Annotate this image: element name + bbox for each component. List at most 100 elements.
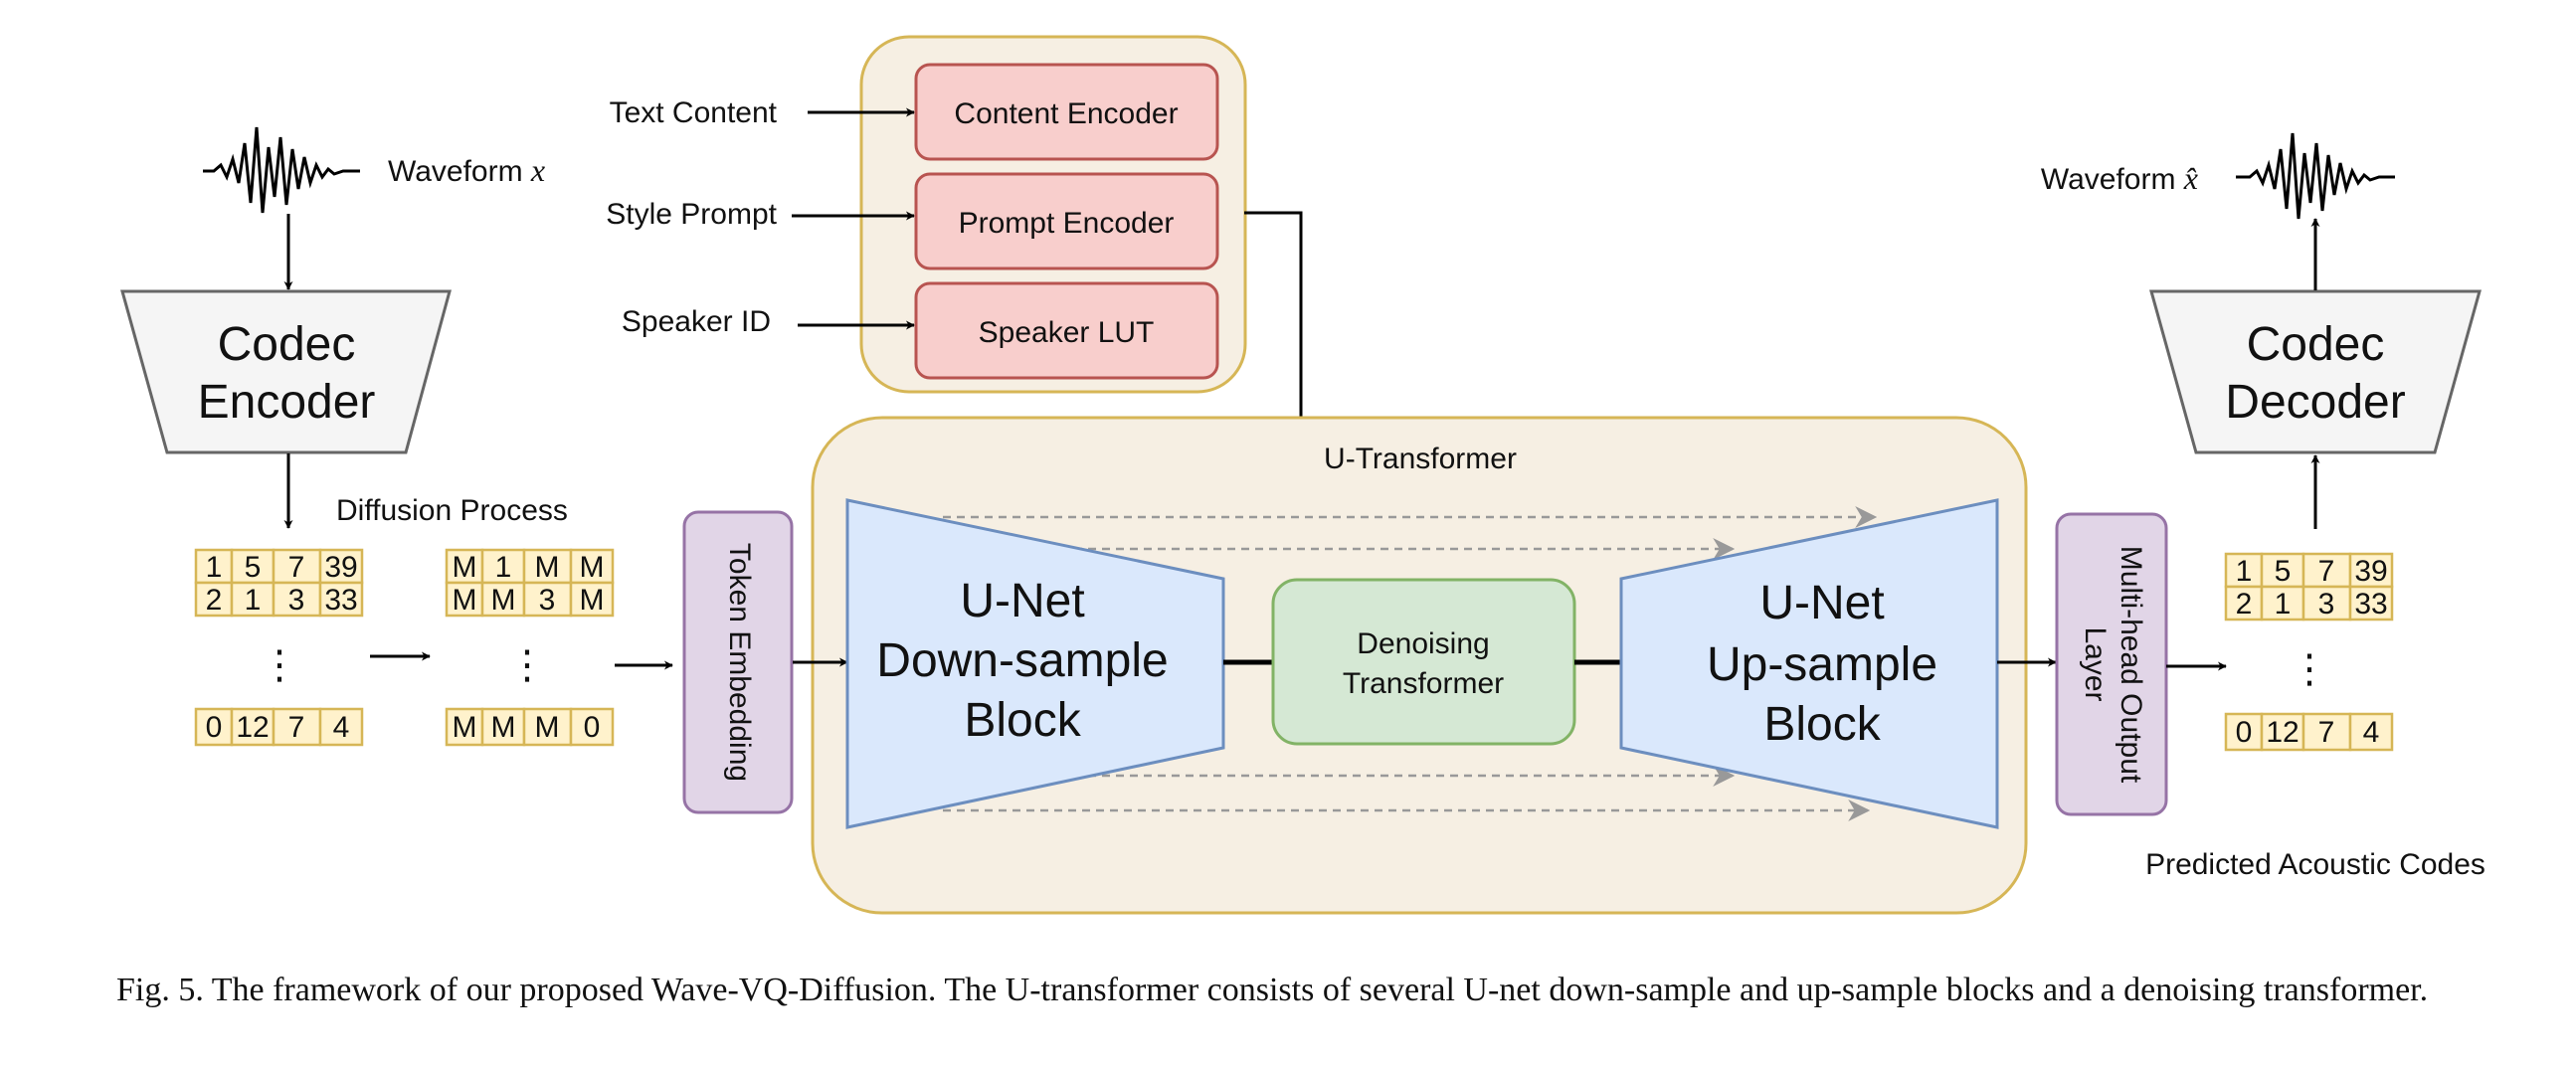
codec-encoder-label-line1: Codec: [218, 318, 356, 371]
grid-cell-text: M: [453, 584, 477, 617]
denoising-label-line2: Transformer: [1343, 667, 1504, 700]
grid-cell-text: 7: [288, 711, 305, 744]
grid-cell-text: M: [535, 711, 560, 744]
text-content-label: Text Content: [610, 96, 778, 129]
grid-cell-text: 5: [245, 551, 262, 584]
grid-cell-text: 4: [333, 711, 350, 744]
grid-cell-text: 1: [495, 551, 512, 584]
grid-cell: 0: [2224, 712, 2264, 752]
grid-cell: 3: [522, 581, 573, 618]
grid-cell-text: 39: [324, 551, 357, 584]
grid-cell-text: 12: [236, 711, 269, 744]
diffusion-process-label: Diffusion Process: [336, 494, 568, 527]
waveform-input-icon: [203, 126, 360, 214]
grid-cell: 5: [2260, 552, 2305, 589]
grid-ellipsis: ⋮: [2290, 647, 2329, 691]
u-transformer-label: U-Transformer: [1324, 443, 1517, 475]
speaker-lut-box: [914, 281, 1219, 380]
grid-cell-text: 2: [2236, 588, 2253, 621]
grid-cell: 0: [569, 707, 615, 747]
grid-cell-text: 1: [2275, 588, 2292, 621]
content-encoder-box: [914, 63, 1219, 161]
grid-cell-text: M: [580, 584, 605, 617]
grid-cell-text: 0: [584, 711, 601, 744]
speaker-lut-label: Speaker LUT: [979, 316, 1155, 349]
grid-cell: 0: [194, 707, 234, 747]
grid-cell-text: M: [453, 711, 477, 744]
grid-cell-text: M: [491, 584, 516, 617]
grid-cell: 7: [272, 548, 322, 585]
grid-cell-text: 5: [2275, 555, 2292, 588]
prompt-encoder-label: Prompt Encoder: [959, 207, 1175, 240]
speaker-id-label: Speaker ID: [622, 305, 771, 338]
unet-up-label-line1: U-Net: [1759, 577, 1884, 629]
grid-cell: 33: [318, 581, 364, 618]
token-embedding-label: Token Embedding: [723, 543, 756, 782]
grid-cell-text: 3: [539, 584, 556, 617]
grid-cell: 2: [2224, 585, 2264, 622]
output-layer-label-line2: Layer: [2079, 626, 2112, 701]
grid-cell-text: M: [453, 551, 477, 584]
grid-cell-text: 33: [324, 584, 357, 617]
grid-cell-text: 7: [288, 551, 305, 584]
grid-cell-text: 33: [2354, 588, 2387, 621]
denoising-label-line1: Denoising: [1357, 627, 1489, 660]
output-layer-label-line1: Multi-head Output: [2115, 546, 2147, 784]
grid-cell-text: 0: [2236, 716, 2253, 749]
predicted-codes-grid: 1 5 7 39 2 1 3 33 ⋮ 0 12 7 4: [2224, 552, 2394, 752]
unet-down-label-line1: U-Net: [960, 575, 1084, 627]
grid-cell: 7: [272, 707, 322, 747]
grid-cell: 39: [318, 548, 364, 585]
grid-cell: 7: [2301, 712, 2352, 752]
grid-cell-text: M: [580, 551, 605, 584]
denoising-transformer-box: [1271, 578, 1576, 746]
masked-codes-grid: M 1 M M M M 3 M ⋮ M M M 0: [445, 548, 615, 747]
unet-down-label-line3: Block: [964, 694, 1081, 747]
grid-cell: M: [522, 548, 573, 585]
grid-ellipsis: ⋮: [507, 643, 547, 687]
grid-cell: 3: [2301, 585, 2352, 622]
input-codes-grid: 1 5 7 39 2 1 3 33 ⋮ 0 12 7 4: [194, 548, 364, 747]
grid-cell-text: 7: [2318, 555, 2335, 588]
grid-cell: M: [480, 581, 526, 618]
grid-cell: M: [445, 548, 484, 585]
framework-diagram: Content Encoder Prompt Encoder Speaker L…: [120, 35, 2485, 915]
predicted-acoustic-codes-label: Predicted Acoustic Codes: [2145, 848, 2485, 881]
grid-cell-text: 0: [206, 711, 223, 744]
waveform-output-icon: [2236, 132, 2395, 220]
grid-ellipsis: ⋮: [260, 643, 299, 687]
unet-down-sample-block: [845, 498, 1225, 829]
token-embedding-box: [682, 510, 794, 814]
grid-cell-text: M: [491, 711, 516, 744]
grid-cell-text: 3: [2318, 588, 2335, 621]
figure-caption: Fig. 5. The framework of our proposed Wa…: [116, 972, 2429, 1008]
multi-head-output-layer-box: [2055, 512, 2168, 816]
grid-cell: 33: [2348, 585, 2394, 622]
grid-cell: 7: [2301, 552, 2352, 589]
grid-cell-text: 39: [2354, 555, 2387, 588]
grid-cell: 12: [230, 707, 276, 747]
grid-cell-text: 7: [2318, 716, 2335, 749]
unet-up-sample-block: [1619, 498, 1999, 829]
grid-cell: 4: [318, 707, 364, 747]
codec-decoder-shape: [2149, 289, 2482, 454]
grid-cell: 12: [2260, 712, 2305, 752]
grid-cell: M: [480, 707, 526, 747]
grid-cell-text: 3: [288, 584, 305, 617]
grid-cell: 1: [2260, 585, 2305, 622]
grid-cell-text: 1: [206, 551, 223, 584]
grid-cell: 1: [230, 581, 276, 618]
grid-cell: 1: [194, 548, 234, 585]
unet-up-label-line2: Up-sample: [1707, 638, 1937, 691]
output-layer-label: Multi-head Output Layer: [2079, 546, 2147, 784]
content-encoder-label: Content Encoder: [954, 97, 1178, 130]
waveform-input-label: Waveform x: [388, 152, 545, 188]
grid-cell: M: [445, 581, 484, 618]
grid-cell: M: [445, 707, 484, 747]
grid-cell: 3: [272, 581, 322, 618]
waveform-output-label: Waveform x̂: [2041, 160, 2198, 196]
unet-down-label-line2: Down-sample: [876, 634, 1168, 687]
grid-cell: 2: [194, 581, 234, 618]
style-prompt-label: Style Prompt: [606, 198, 777, 231]
codec-encoder-shape: [120, 289, 452, 454]
